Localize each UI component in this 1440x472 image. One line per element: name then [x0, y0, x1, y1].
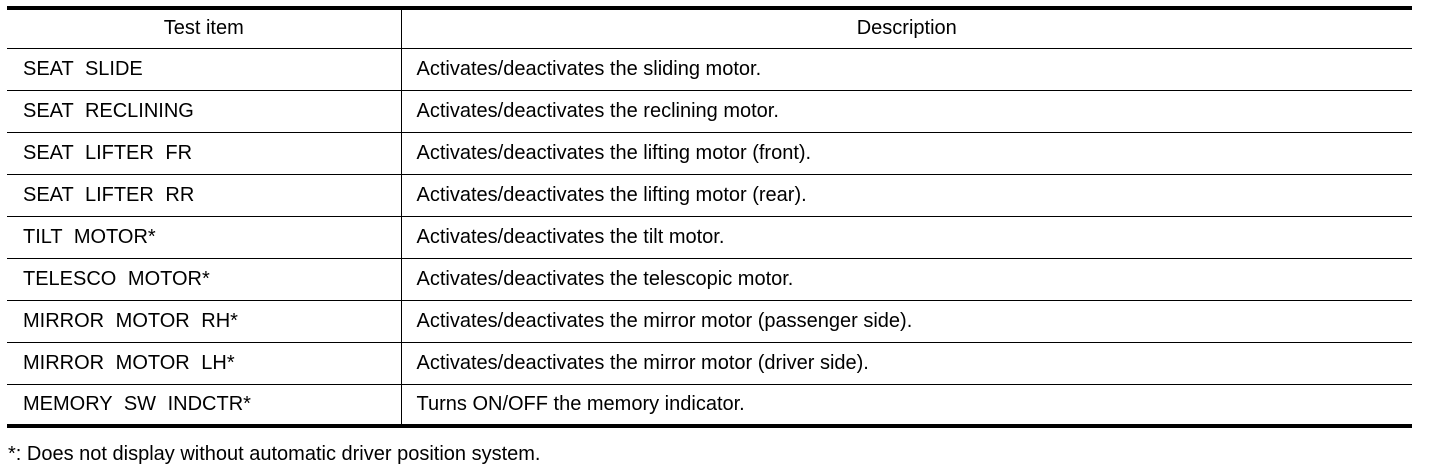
- table-row: TILT MOTOR* Activates/deactivates the ti…: [7, 215, 1412, 259]
- test-item-cell: MEMORY SW INDCTR*: [7, 383, 402, 428]
- table-row: TELESCO MOTOR* Activates/deactivates the…: [7, 257, 1412, 301]
- test-item-cell: SEAT LIFTER RR: [7, 173, 402, 217]
- test-item-cell: TILT MOTOR*: [7, 215, 402, 259]
- table-row: SEAT RECLINING Activates/deactivates the…: [7, 89, 1412, 133]
- description-cell: Activates/deactivates the telescopic mot…: [400, 257, 1412, 301]
- test-item-cell: MIRROR MOTOR RH*: [7, 299, 402, 343]
- table-row: SEAT SLIDE Activates/deactivates the sli…: [7, 47, 1412, 91]
- table-row: MIRROR MOTOR RH* Activates/deactivates t…: [7, 299, 1412, 343]
- table-row: MIRROR MOTOR LH* Activates/deactivates t…: [7, 341, 1412, 385]
- test-item-cell: SEAT RECLINING: [7, 89, 402, 133]
- test-item-cell: MIRROR MOTOR LH*: [7, 341, 402, 385]
- test-item-cell: SEAT LIFTER FR: [7, 131, 402, 175]
- description-cell: Activates/deactivates the mirror motor (…: [400, 341, 1412, 385]
- description-cell: Activates/deactivates the sliding motor.: [400, 47, 1412, 91]
- description-cell: Activates/deactivates the mirror motor (…: [400, 299, 1412, 343]
- test-item-header: Test item: [7, 6, 402, 49]
- description-header: Description: [400, 6, 1412, 49]
- description-cell: Turns ON/OFF the memory indicator.: [400, 383, 1412, 428]
- test-item-table: Test item Description SEAT SLIDE Activat…: [7, 6, 1412, 428]
- test-item-cell: TELESCO MOTOR*: [7, 257, 402, 301]
- description-cell: Activates/deactivates the lifting motor …: [400, 131, 1412, 175]
- description-cell: Activates/deactivates the lifting motor …: [400, 173, 1412, 217]
- test-item-cell: SEAT SLIDE: [7, 47, 402, 91]
- table-header-row: Test item Description: [7, 6, 1412, 49]
- table-row: SEAT LIFTER FR Activates/deactivates the…: [7, 131, 1412, 175]
- description-cell: Activates/deactivates the tilt motor.: [400, 215, 1412, 259]
- footnote: *: Does not display without automatic dr…: [8, 443, 541, 465]
- table-row: SEAT LIFTER RR Activates/deactivates the…: [7, 173, 1412, 217]
- table-row: MEMORY SW INDCTR* Turns ON/OFF the memor…: [7, 383, 1412, 428]
- description-cell: Activates/deactivates the reclining moto…: [400, 89, 1412, 133]
